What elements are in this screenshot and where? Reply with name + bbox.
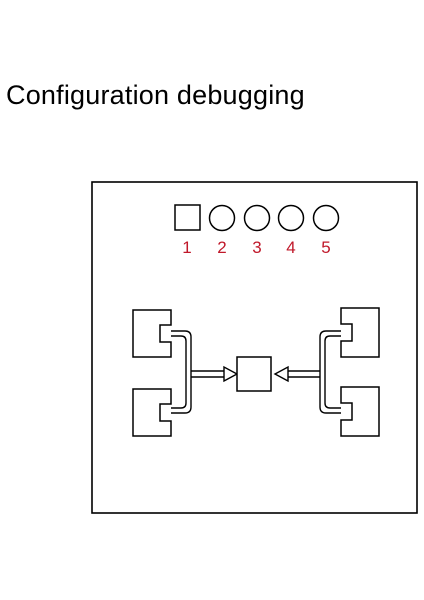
arrow-right-icon <box>223 365 239 383</box>
pad-bottom-right <box>340 386 380 437</box>
pin-label-2: 2 <box>217 238 226 257</box>
pin-4-circle <box>277 204 305 232</box>
pad-bottom-left <box>132 388 172 437</box>
pin-header <box>174 204 340 232</box>
pad-top-right <box>340 307 380 358</box>
pin-label-4: 4 <box>286 238 295 257</box>
pin-label-5: 5 <box>321 238 330 257</box>
pin-label-1: 1 <box>182 238 191 257</box>
page-title: Configuration debugging <box>6 80 305 110</box>
pin-label-3: 3 <box>252 238 261 257</box>
arrow-left-icon <box>273 365 289 383</box>
left-traces <box>171 330 224 414</box>
pin-5-circle <box>312 204 340 232</box>
pin-2-circle <box>208 204 236 232</box>
pin-3-circle <box>243 204 271 232</box>
pin-1-square <box>174 204 201 231</box>
center-chip <box>236 356 272 392</box>
board-outline <box>91 181 418 514</box>
right-traces <box>288 330 341 414</box>
pad-top-left <box>132 309 172 358</box>
pin-labels: 1 2 3 4 5 <box>182 238 330 257</box>
